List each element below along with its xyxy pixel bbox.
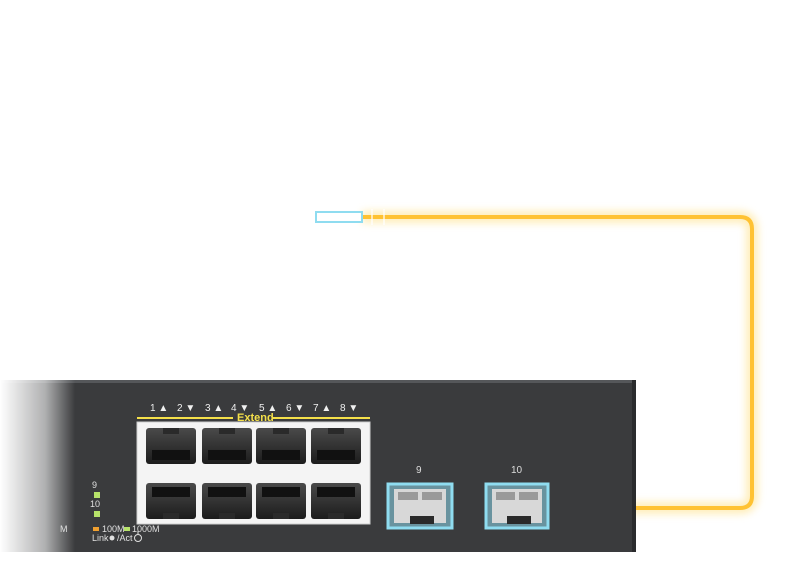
arrow-down-icon: ▼ [185, 403, 196, 414]
rj45-port-icon[interactable] [256, 483, 306, 519]
arrow-up-icon: ▲ [321, 403, 332, 414]
rj45-port-icon[interactable] [311, 428, 361, 464]
led-icon [109, 535, 115, 541]
port-number: 7 [313, 403, 319, 414]
rj45-port-icon[interactable] [202, 428, 252, 464]
led-icon [94, 511, 100, 517]
port-label-8: 8 ▼ [340, 403, 358, 414]
chassis-top-edge [0, 380, 636, 383]
port-number: 3 [205, 403, 211, 414]
port-label-2: 2 ▼ [177, 403, 195, 414]
arrow-down-icon: ▼ [294, 403, 305, 414]
port-number: 5 [259, 403, 265, 414]
legend-100m-label: 100M [102, 524, 125, 534]
legend-partial-label: M [60, 524, 68, 534]
port-label-5: 5 ▲ [259, 403, 277, 414]
sfp-port-9[interactable] [386, 482, 454, 530]
port-number: 2 [177, 403, 183, 414]
legend-100m-swatch [93, 527, 99, 531]
arrow-up-icon: ▲ [213, 403, 224, 414]
legend-1000m-swatch [124, 527, 130, 531]
legend-link-label: Link [92, 533, 109, 543]
sfp-module-icon [492, 489, 542, 524]
port-label-4: 4 ▼ [231, 403, 249, 414]
sfp-module-icon [394, 489, 446, 524]
port-label-7: 7 ▲ [313, 403, 331, 414]
extend-bar-left [137, 417, 233, 419]
rj45-port-icon[interactable] [311, 483, 361, 519]
sfp-port-10-label: 10 [511, 465, 523, 476]
fiber-cable [362, 215, 754, 510]
led-label-10: 10 [90, 499, 101, 509]
port-label-6: 6 ▼ [286, 403, 304, 414]
extend-label: Extend [237, 412, 274, 424]
arrow-up-icon: ▲ [267, 403, 278, 414]
arrow-down-icon: ▼ [348, 403, 359, 414]
sfp-port-10[interactable] [484, 482, 550, 530]
legend-1000m-label: 1000M [132, 524, 160, 534]
rj45-port-icon[interactable] [146, 483, 196, 519]
rj45-port-icon[interactable] [256, 428, 306, 464]
port-label-1: 1 ▲ [150, 403, 168, 414]
port-label-3: 3 ▲ [205, 403, 223, 414]
mode-icon [134, 531, 142, 542]
port-number: 6 [286, 403, 292, 414]
chassis-right-edge [632, 380, 636, 552]
port-number: 8 [340, 403, 346, 414]
rj45-port-icon[interactable] [202, 483, 252, 519]
legend-act-label: /Act [117, 533, 133, 543]
extend-bar-right [272, 417, 370, 419]
port-number: 1 [150, 403, 156, 414]
port-number: 4 [231, 403, 237, 414]
led-icon [94, 492, 100, 498]
sfp-port-9-label: 9 [416, 465, 422, 476]
led-label-9: 9 [92, 480, 98, 490]
fiber-connector-icon[interactable] [315, 211, 363, 223]
rj45-port-icon[interactable] [146, 428, 196, 464]
arrow-up-icon: ▲ [158, 403, 169, 414]
arrow-down-icon: ▼ [239, 403, 250, 414]
